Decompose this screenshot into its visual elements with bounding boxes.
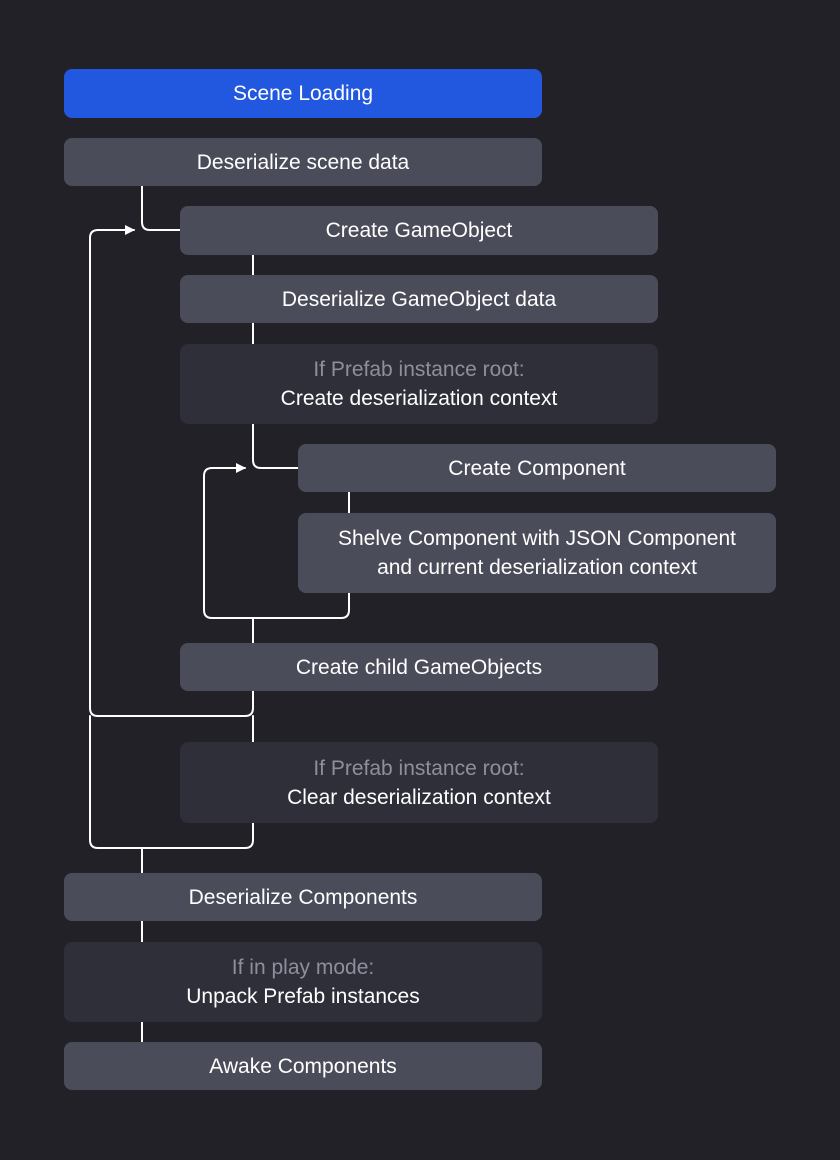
step-deserialize-components: Deserialize Components xyxy=(64,873,542,921)
step-deserialize-gameobject-data: Deserialize GameObject data xyxy=(180,275,658,323)
step-create-component: Create Component xyxy=(298,444,776,492)
component-loop-arrow xyxy=(203,463,350,619)
condition-label: If Prefab instance root: xyxy=(313,756,525,780)
step-label: Create GameObject xyxy=(325,219,513,242)
action-label: Create deserialization context xyxy=(280,387,558,410)
step-create-gameobject: Create GameObject xyxy=(180,206,658,255)
step-play-mode-unpack: If in play mode: Unpack Prefab instances xyxy=(64,942,542,1022)
step-prefab-root-create-context: If Prefab instance root: Create deserial… xyxy=(180,344,658,424)
scene-loading-label: Scene Loading xyxy=(232,82,374,105)
action-label: Unpack Prefab instances xyxy=(186,985,420,1008)
action-label: Clear deserialization context xyxy=(287,785,551,809)
connector-scene-to-gameobject xyxy=(141,185,181,231)
step-label: Deserialize GameObject data xyxy=(281,287,557,311)
step-shelve-component: Shelve Component with JSON Component and… xyxy=(298,513,776,593)
step-label: Deserialize scene data xyxy=(196,150,410,174)
connector-prefab-to-component xyxy=(252,423,299,469)
step-label: Awake Components xyxy=(209,1054,397,1078)
step-deserialize-scene-data: Deserialize scene data xyxy=(64,138,542,186)
step-prefab-root-clear-context: If Prefab instance root: Clear deseriali… xyxy=(180,742,658,823)
condition-label: If Prefab instance root: xyxy=(313,358,525,381)
step-label-line-1: Shelve Component with JSON Component xyxy=(337,527,737,550)
gameobject-loop-arrow xyxy=(89,225,254,717)
step-create-child-gameobjects: Create child GameObjects xyxy=(180,643,658,691)
connector-prefab-clear-return xyxy=(89,715,254,849)
step-awake-components: Awake Components xyxy=(64,1042,542,1090)
condition-label: If in play mode: xyxy=(231,956,375,979)
scene-loading-title: Scene Loading xyxy=(64,69,542,118)
step-label-line-2: and current deserialization context xyxy=(377,556,697,579)
step-label: Deserialize Components xyxy=(188,885,418,909)
step-label: Create Component xyxy=(448,456,626,480)
step-label: Create child GameObjects xyxy=(295,655,543,679)
